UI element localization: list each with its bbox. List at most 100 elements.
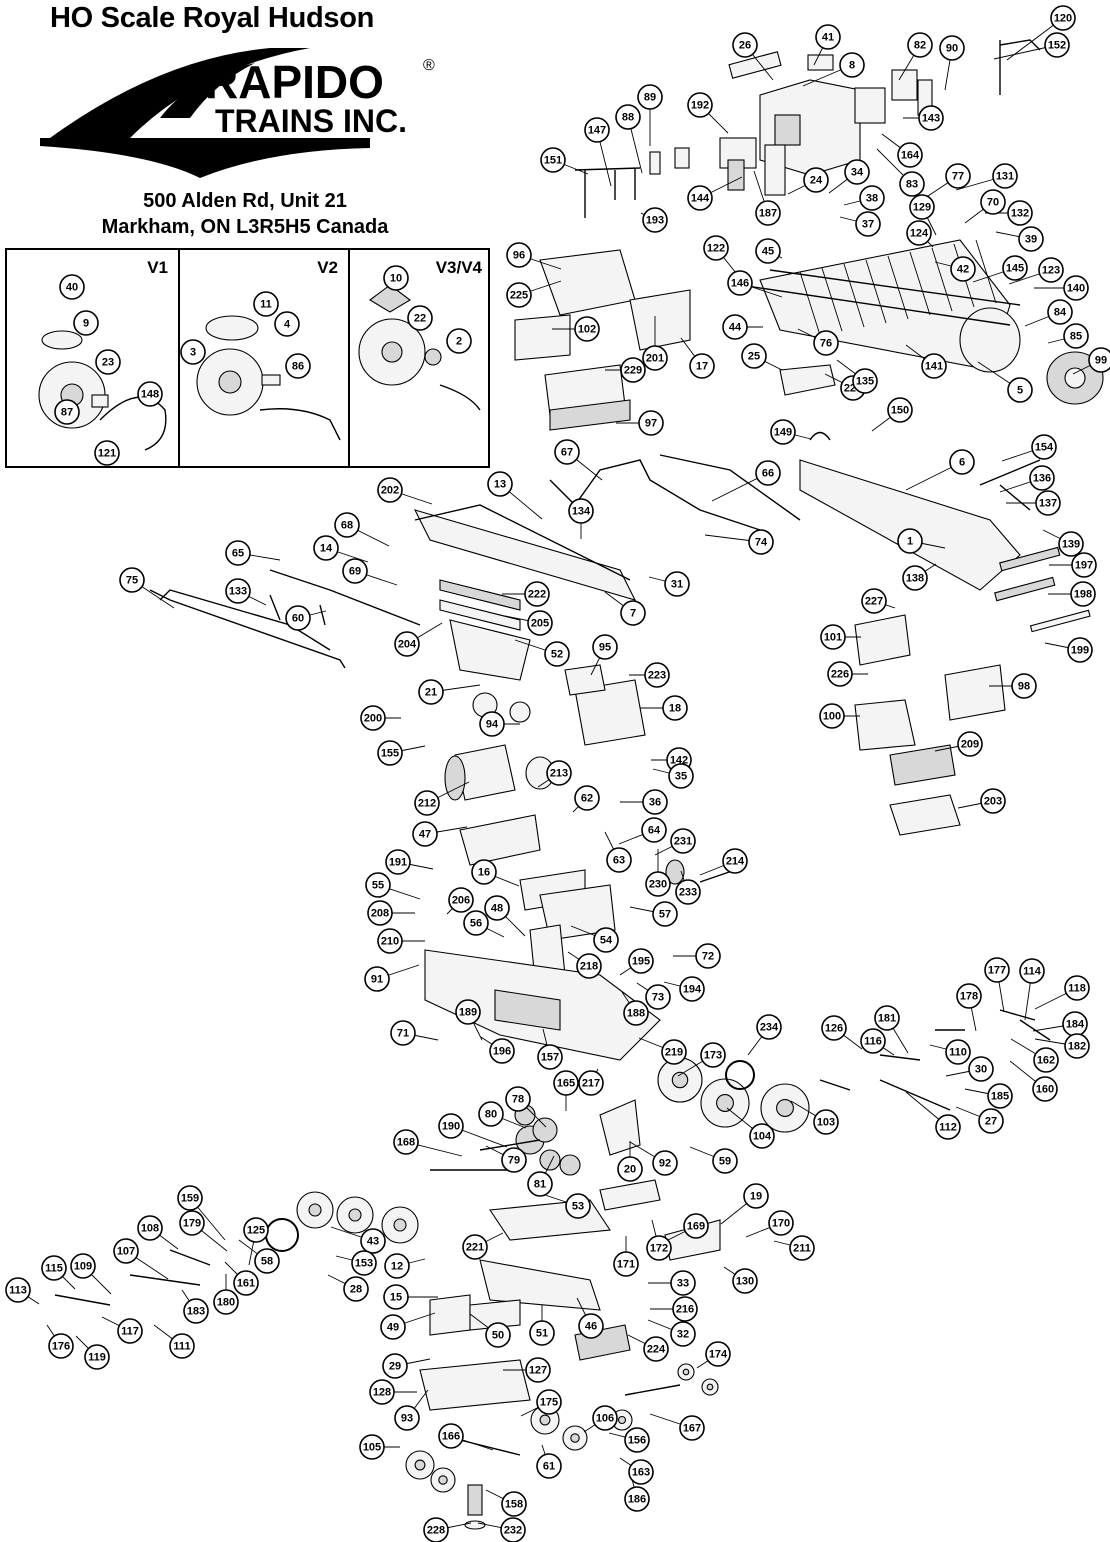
callout-82: 82 — [907, 32, 933, 58]
callout-circle — [1035, 490, 1061, 516]
callout-170: 170 — [768, 1210, 794, 1236]
callout-circle — [661, 1039, 687, 1065]
callout-number: 29 — [389, 1361, 401, 1373]
callout-number: 81 — [534, 1179, 546, 1191]
callout-number: 209 — [961, 739, 979, 751]
callout-number: 136 — [1033, 473, 1051, 485]
callout-circle — [438, 1423, 464, 1449]
callout-number: 60 — [292, 613, 304, 625]
callout-number: 100 — [823, 711, 841, 723]
callout-number: 190 — [442, 1121, 460, 1133]
callout-198: 198 — [1070, 581, 1096, 607]
callout-number: 201 — [646, 353, 664, 365]
callout-132: 132 — [1007, 200, 1033, 226]
callout-circle — [852, 368, 878, 394]
callout-number: 69 — [349, 566, 361, 578]
callout-number: 153 — [355, 1258, 373, 1270]
callout-circle — [274, 311, 300, 337]
callout-circle — [670, 828, 696, 854]
callout-number: 200 — [364, 713, 382, 725]
callout-number: 77 — [952, 171, 964, 183]
callout-number: 87 — [61, 407, 73, 419]
logo-registered-mark: ® — [423, 57, 435, 74]
callout-87: 87 — [54, 399, 80, 425]
callout-number: 127 — [529, 1365, 547, 1377]
callout-130: 130 — [732, 1268, 758, 1294]
callout-number: 57 — [659, 909, 671, 921]
callout-104: 104 — [749, 1123, 775, 1149]
callout-number: 164 — [901, 150, 920, 162]
callout-84: 84 — [1047, 299, 1073, 325]
callout-circle — [628, 1459, 654, 1485]
callout-number: 28 — [350, 1284, 362, 1296]
callout-189: 189 — [455, 999, 481, 1025]
callout-circle — [918, 105, 944, 131]
callout-number: 165 — [557, 1078, 575, 1090]
callout-number: 205 — [531, 618, 549, 630]
callout-number: 94 — [486, 719, 499, 731]
callout-36: 36 — [642, 789, 668, 815]
callout-number: 148 — [141, 389, 159, 401]
callout-177: 177 — [984, 957, 1010, 983]
callout-3: 3 — [180, 339, 206, 365]
callout-230: 230 — [645, 871, 671, 897]
callout-circle — [643, 1336, 669, 1362]
callout-85: 85 — [1063, 323, 1089, 349]
callout-circle — [606, 847, 632, 873]
callout-number: 70 — [987, 197, 999, 209]
callout-124: 124 — [906, 220, 932, 246]
callout-57: 57 — [652, 901, 678, 927]
callout-191: 191 — [385, 849, 411, 875]
callout-2: 2 — [446, 328, 472, 354]
callout-number: 109 — [74, 1261, 92, 1273]
callout-187: 187 — [755, 200, 781, 226]
callout-number: 204 — [398, 639, 417, 651]
callout-number: 186 — [628, 1494, 646, 1506]
callout-208: 208 — [367, 900, 393, 926]
callout-circle — [1033, 1047, 1059, 1073]
callout-circle — [84, 1344, 110, 1370]
callout-number: 113 — [9, 1285, 27, 1297]
callout-127: 127 — [525, 1357, 551, 1383]
callout-106: 106 — [592, 1405, 618, 1431]
callout-circle — [687, 185, 713, 211]
callout-184: 184 — [1062, 1011, 1088, 1037]
callout-46: 46 — [578, 1313, 604, 1339]
callout-circle — [574, 316, 600, 342]
callout-27: 27 — [978, 1108, 1004, 1134]
callout-circle — [527, 1171, 553, 1197]
callout-number: 2 — [456, 336, 462, 348]
callout-59: 59 — [712, 1148, 738, 1174]
callout-154: 154 — [1031, 434, 1057, 460]
variant-v3-v4: V3/V4 — [350, 250, 492, 466]
callout-circle — [957, 731, 983, 757]
callout-circle — [683, 1213, 709, 1239]
callout-circle — [365, 872, 391, 898]
callout-21: 21 — [418, 679, 444, 705]
callout-216: 216 — [672, 1296, 698, 1322]
callout-circle — [820, 624, 846, 650]
callout-circle — [695, 943, 721, 969]
callout-number: 119 — [88, 1352, 106, 1364]
callout-148: 148 — [137, 381, 163, 407]
callout-number: 168 — [397, 1137, 415, 1149]
callout-circle — [524, 581, 550, 607]
callout-number: 233 — [679, 887, 697, 899]
callout-circle — [117, 1318, 143, 1344]
callout-number: 114 — [1023, 966, 1042, 978]
callout-circle — [94, 440, 120, 466]
callout-226: 226 — [827, 661, 853, 687]
callout-number: 179 — [183, 1218, 201, 1230]
callout-number: 3 — [190, 347, 196, 359]
callout-circle — [343, 1276, 369, 1302]
callout-circle — [646, 1235, 672, 1261]
callout-number: 73 — [652, 992, 664, 1004]
callout-number: 211 — [793, 1243, 811, 1255]
callout-number: 152 — [1048, 40, 1066, 52]
callout-circle — [768, 1210, 794, 1236]
callout-14: 14 — [313, 535, 339, 561]
callout-circle — [342, 558, 368, 584]
callout-number: 24 — [810, 175, 823, 187]
callout-number: 110 — [949, 1047, 967, 1059]
callout-number: 80 — [485, 1109, 497, 1121]
